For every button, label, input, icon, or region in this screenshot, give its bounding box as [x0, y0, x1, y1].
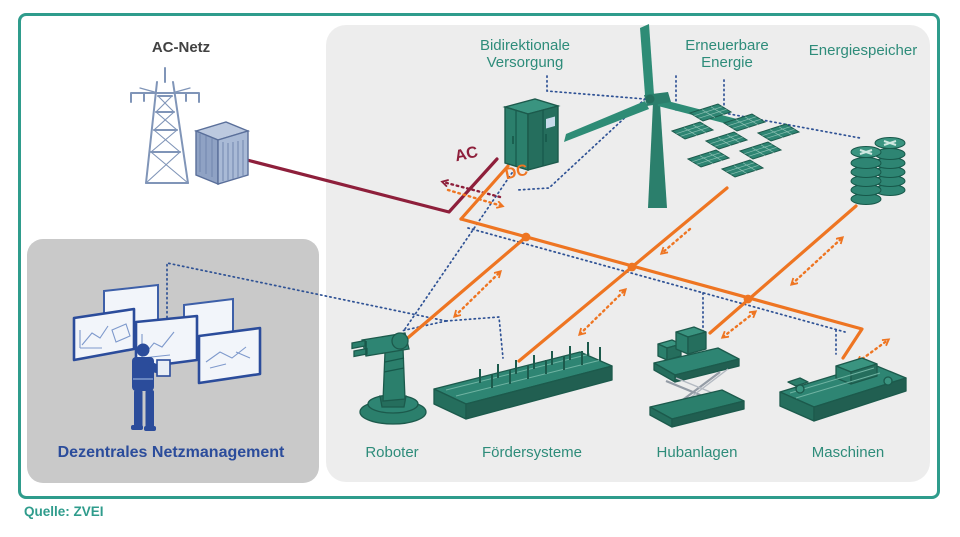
battery-storage-icon	[850, 137, 906, 205]
label-erneuerbare-line2: Energie	[701, 53, 753, 71]
ac-line	[245, 157, 502, 214]
transformer-icon	[193, 121, 251, 186]
dc-branch-robot	[401, 235, 528, 344]
label-maschinen: Maschinen	[811, 444, 885, 461]
dc-branch-solar-conveyor	[517, 186, 729, 363]
label-erneuerbare-energie: Erneuerbare Energie	[685, 37, 769, 72]
label-bidirektionale-line1: Bidirektionale	[479, 37, 571, 54]
label-roboter: Roboter	[365, 444, 419, 461]
label-dezentrales-netzmanagement: Dezentrales Netzmanagement	[57, 444, 285, 461]
dc-converter-drop	[459, 164, 510, 221]
dc-branch-battery-lift	[708, 204, 858, 335]
machine-icon	[779, 357, 907, 422]
conveyor-icon	[433, 342, 613, 420]
dc-flow-arrows	[446, 188, 888, 362]
operator-person	[131, 343, 171, 431]
label-energiespeicher: Energiespeicher	[808, 42, 918, 59]
scissor-lift-icon	[649, 326, 745, 428]
source-caption: Quelle: ZVEI	[24, 504, 104, 519]
dc-bus-nodes	[521, 232, 753, 304]
robot-arm-icon	[351, 332, 427, 425]
label-bidirektionale-line2: Versorgung	[486, 53, 564, 71]
label-bidirektionale-versorgung: Bidirektionale Versorgung	[479, 37, 571, 72]
transmission-tower-icon	[130, 67, 200, 184]
label-erneuerbare-line1: Erneuerbare	[685, 37, 769, 54]
label-hubanlagen: Hubanlagen	[656, 444, 738, 461]
control-room-icon	[72, 283, 262, 431]
ac-flow-arrow	[443, 182, 502, 199]
dc-main-bus	[459, 217, 864, 360]
label-foerdersysteme: Fördersysteme	[481, 444, 583, 461]
converter-cabinet-icon	[502, 98, 561, 171]
solar-panels-icon	[671, 103, 800, 178]
label-ac-netz: AC-Netz	[151, 39, 211, 56]
